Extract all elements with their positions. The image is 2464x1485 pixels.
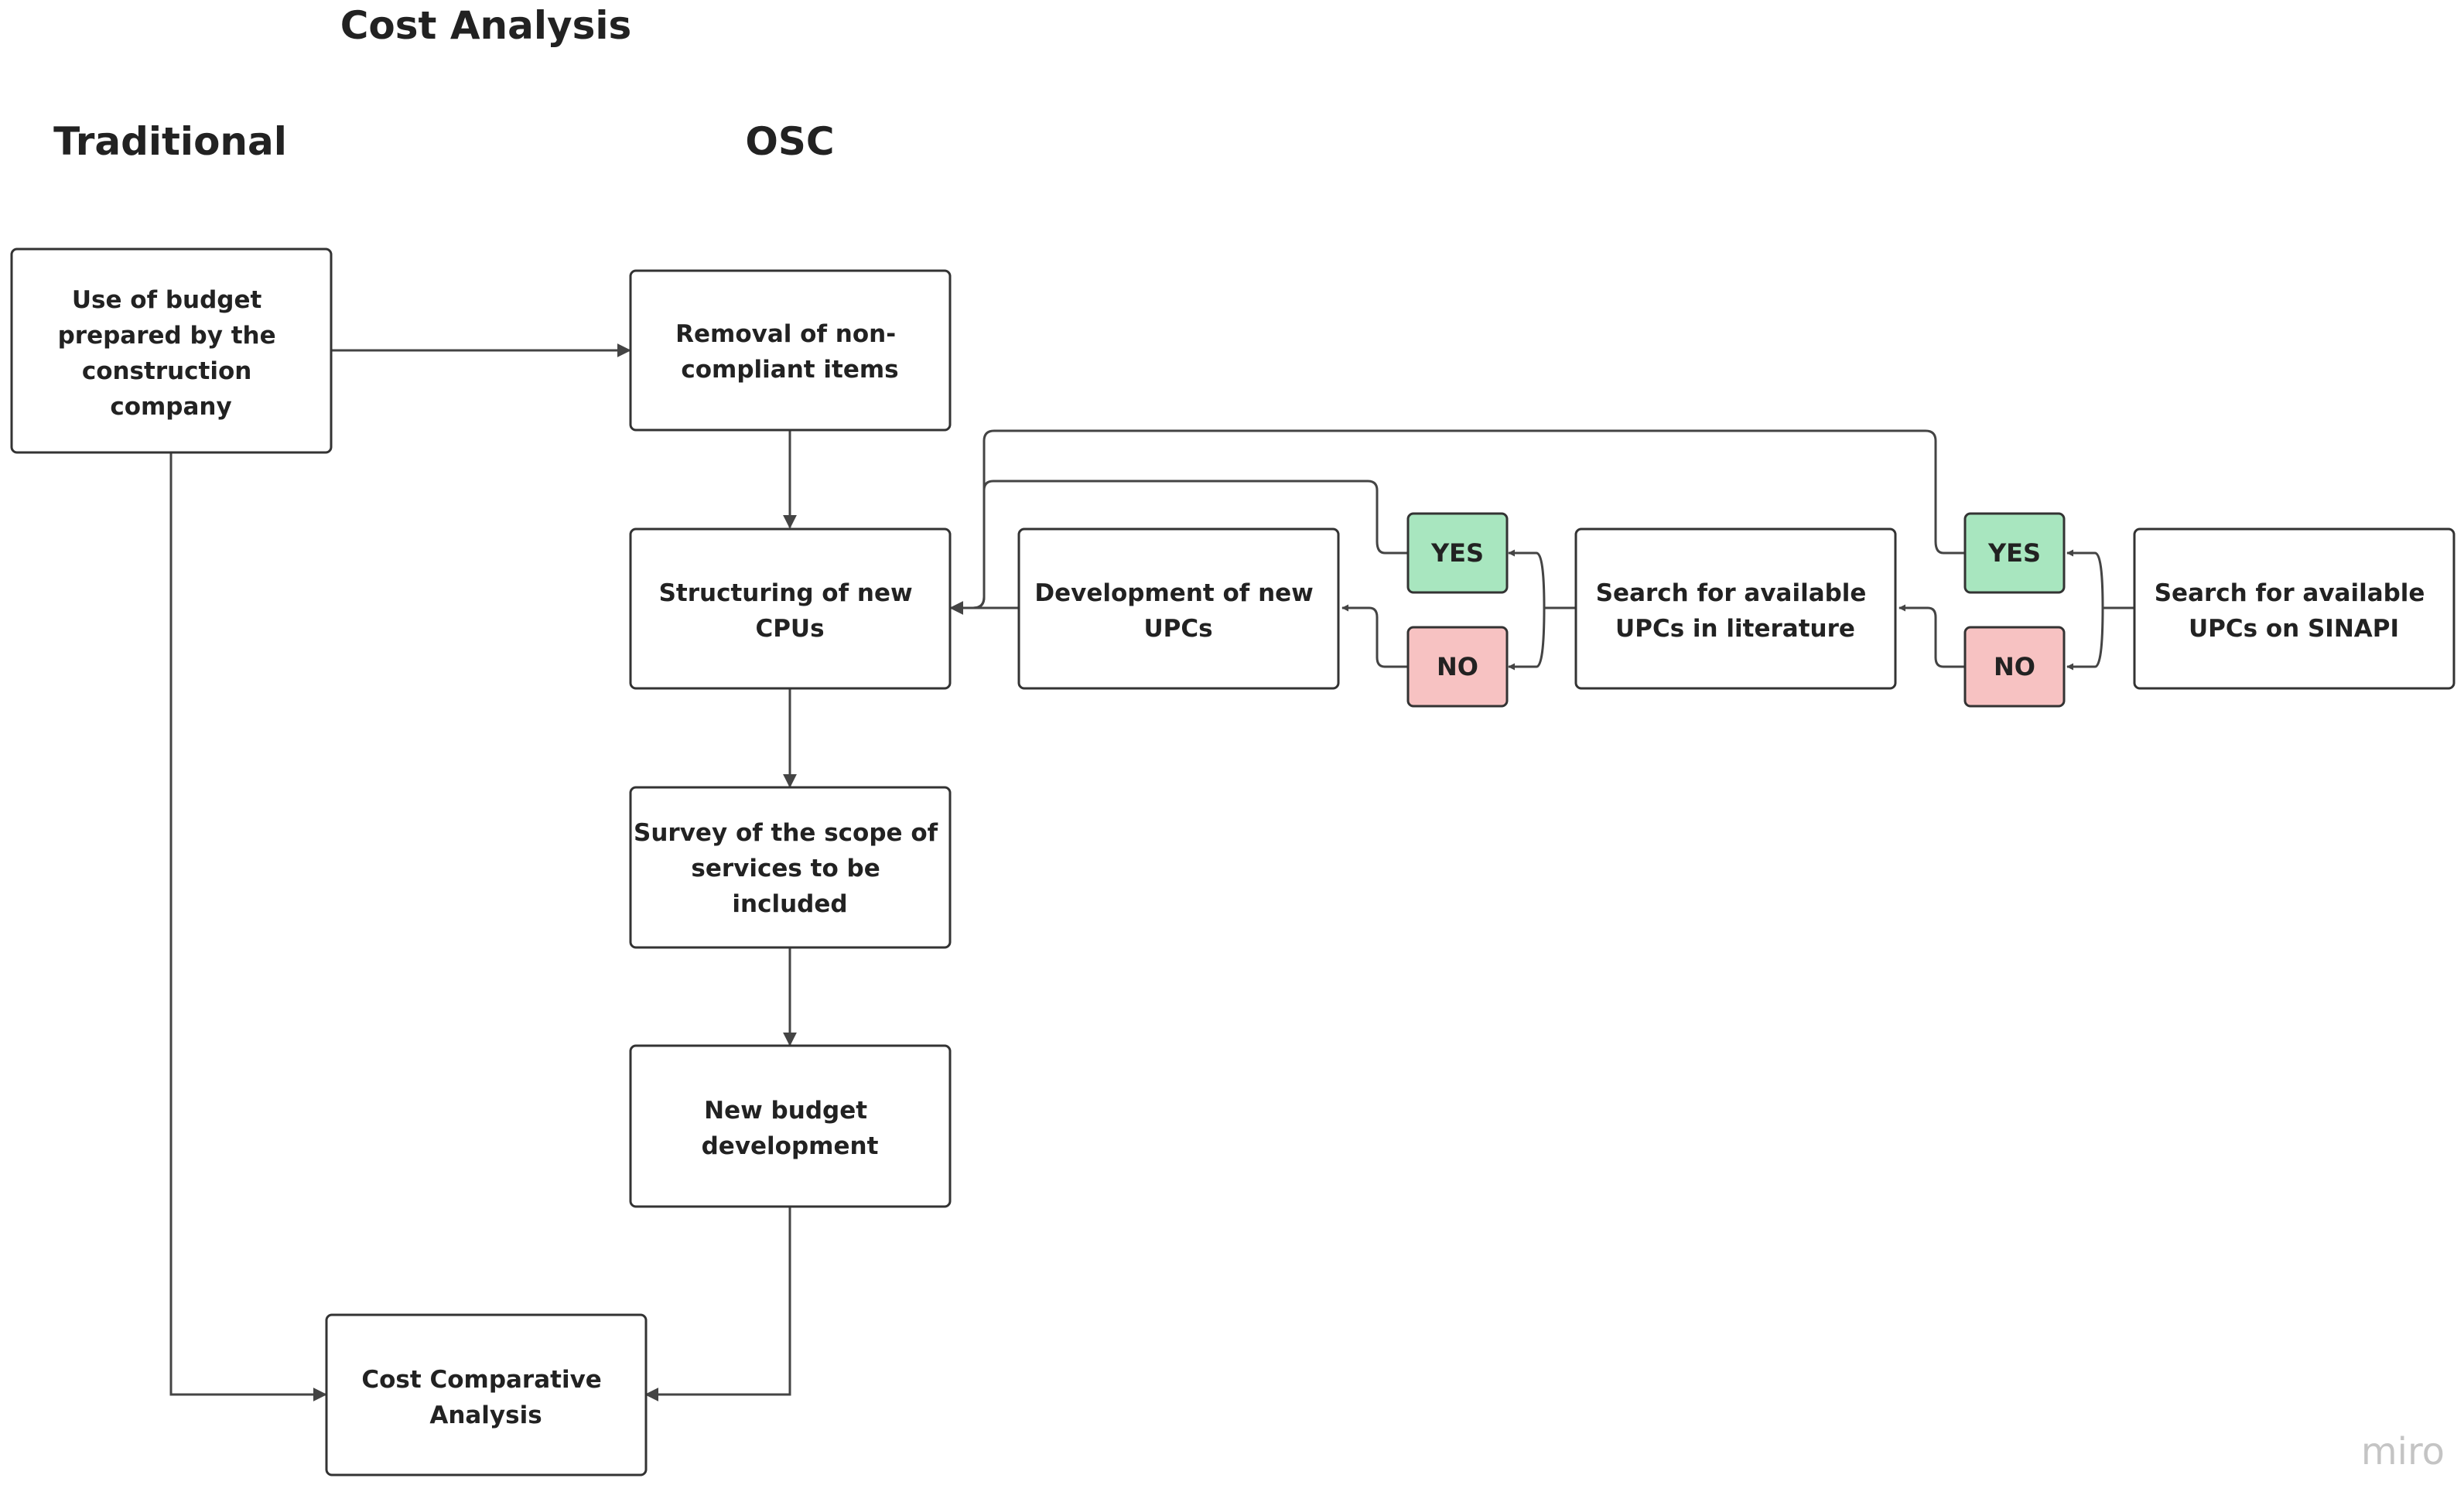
survey-line-3: included (732, 890, 847, 918)
connector-literature-to-no (1508, 607, 1546, 671)
svg-text:Use of budget prepared b: Use of budget prepared by the constructi… (58, 286, 285, 421)
connector-no-to-development (1341, 604, 1408, 668)
osc-heading: OSC (745, 119, 834, 164)
connector-sinapi-to-no (2066, 607, 2104, 671)
node-cost-comparative-analysis: Cost Comparative Analysis (325, 1313, 648, 1476)
node-use-of-budget: Use of budget prepared by the constructi… (10, 248, 333, 454)
connector-yes-sinapi-to-structuring (950, 429, 1965, 612)
new-budget-line-1: New budget (704, 1097, 867, 1125)
cost-comparative-line-2: Analysis (429, 1401, 542, 1429)
node-yes-sinapi: YES (1963, 512, 2066, 594)
svg-text:Survey of the scope of s: Survey of the scope of services to be in… (634, 819, 946, 918)
svg-text:Search for available UPC: Search for available UPCs in literature (1596, 579, 1875, 643)
no-sinapi-label: NO (1994, 652, 2035, 681)
miro-watermark: miro (2361, 1430, 2445, 1473)
yes-sinapi-label: YES (1987, 538, 2041, 568)
structuring-line-2: CPUs (755, 615, 824, 643)
node-search-sinapi: Search for available UPCs on SINAPI (2133, 527, 2455, 690)
node-no-sinapi: NO (1963, 626, 2066, 708)
development-line-2: UPCs (1143, 615, 1212, 643)
no-literature-label: NO (1437, 652, 1478, 681)
node-removal-non-compliant: Removal of non- compliant items (629, 269, 952, 432)
use-budget-line-3: construction (82, 357, 252, 385)
svg-text:Structuring of new CPUs: Structuring of new CPUs (659, 579, 921, 643)
node-yes-literature: YES (1406, 512, 1509, 594)
svg-text:New budget development: New budget development (702, 1097, 879, 1160)
survey-line-2: services to be (691, 855, 880, 882)
connector-budget-to-comparative (169, 452, 327, 1401)
survey-line-1: Survey of the scope of (634, 819, 938, 847)
node-new-budget-development: New budget development (629, 1044, 952, 1208)
connector-literature-to-yes (1508, 549, 1575, 609)
search-literature-line-1: Search for available (1596, 579, 1867, 607)
cost-comparative-line-1: Cost Comparative (361, 1366, 601, 1394)
node-search-literature: Search for available UPCs in literature (1574, 527, 1897, 690)
connector-newbudget-to-comparative (644, 1206, 791, 1401)
node-development-new-upcs: Development of new UPCs (1017, 527, 1340, 690)
svg-text:Removal of non- complian: Removal of non- compliant items (675, 320, 904, 384)
search-literature-line-2: UPCs in literature (1615, 615, 1855, 643)
node-survey-scope: Survey of the scope of services to be in… (629, 786, 952, 949)
removal-line-2: compliant items (681, 356, 898, 384)
new-budget-line-2: development (702, 1132, 879, 1160)
yes-literature-label: YES (1430, 538, 1484, 568)
traditional-heading: Traditional (53, 119, 287, 164)
connector-sinapi-to-yes (2066, 549, 2134, 609)
use-budget-line-1: Use of budget (72, 286, 262, 314)
removal-line-1: Removal of non- (675, 320, 896, 348)
connectors (169, 343, 2134, 1401)
diagram-title: Cost Analysis (340, 3, 632, 48)
search-sinapi-line-2: UPCs on SINAPI (2189, 615, 2399, 643)
svg-text:Search for available UPC: Search for available UPCs on SINAPI (2155, 579, 2434, 643)
search-sinapi-line-1: Search for available (2155, 579, 2425, 607)
svg-text:Cost Comparative Analysi: Cost Comparative Analysis (361, 1366, 610, 1429)
use-budget-line-4: company (110, 393, 231, 421)
connector-no-to-literature (1898, 604, 1965, 668)
structuring-line-1: Structuring of new (659, 579, 913, 607)
node-structuring-cpus: Structuring of new CPUs (629, 527, 952, 690)
svg-text:Development of new UPCs: Development of new UPCs (1034, 579, 1321, 643)
use-budget-line-2: prepared by the (58, 322, 276, 350)
node-no-literature: NO (1406, 626, 1509, 708)
development-line-1: Development of new (1034, 579, 1313, 607)
